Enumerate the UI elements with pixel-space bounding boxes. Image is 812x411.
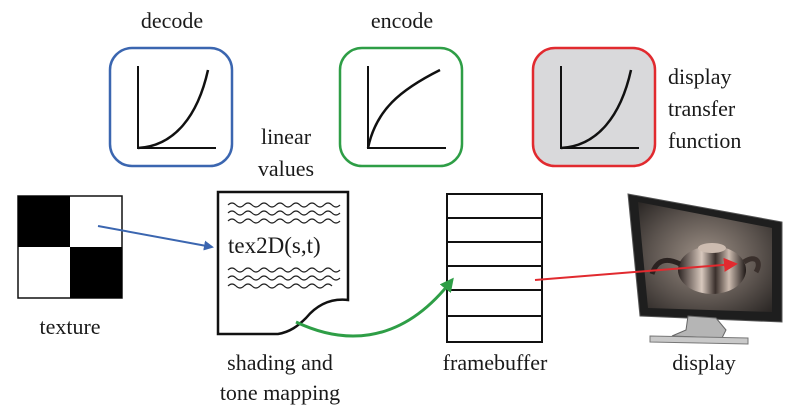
linear-values-line-1: linear [260,124,312,149]
shader-page [216,190,350,336]
texture-label: texture [39,314,101,339]
display-label: display [672,350,736,375]
monitor-icon [627,193,783,345]
linear-values-line-2: values [257,156,315,181]
decode-label: decode [140,8,204,33]
arrow-shader-to-framebuffer [295,277,454,338]
encode-curve-box [338,46,464,168]
arrow-texture-to-shader [97,225,214,251]
display-tf-label-line-1: display [668,64,732,89]
framebuffer-label: framebuffer [442,350,548,375]
shader-code: tex2D(s,t) [228,233,321,258]
decode-curve [137,69,210,150]
display-transfer-function-box [531,46,657,168]
shading-label-line-1: shading and [227,350,333,375]
shading-label-line-2: tone mapping [219,380,341,405]
display-tf-label-line-2: transfer [668,96,736,121]
encode-label: encode [370,8,434,33]
teapot-image [678,246,746,294]
wavy-lines [227,202,341,289]
display-curve [560,69,633,150]
decode-curve-box [108,46,234,168]
display-tf-label-line-3: function [668,128,742,153]
texture-checkerboard [17,195,123,299]
framebuffer-stack [446,193,543,343]
arrow-framebuffer-to-display [534,257,738,281]
encode-curve [366,68,441,149]
